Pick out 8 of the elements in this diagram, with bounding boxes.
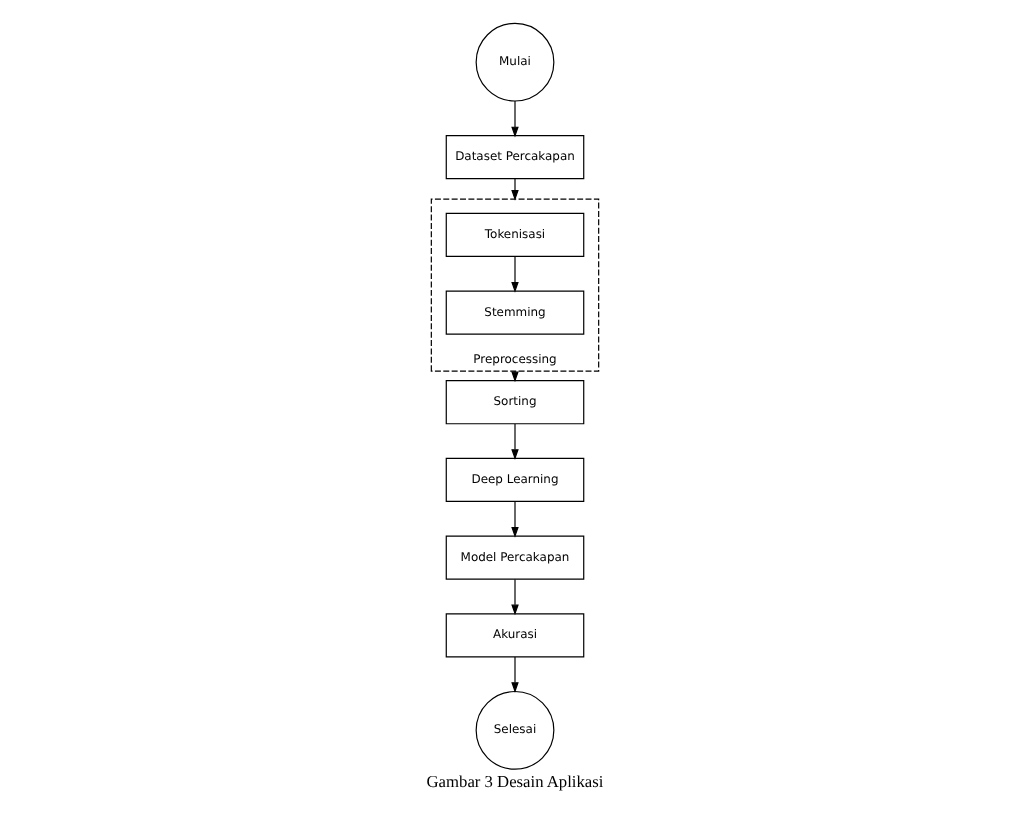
arrow xyxy=(511,423,519,460)
arrow xyxy=(511,578,519,616)
caption: Gambar 3 Desain Aplikasi xyxy=(426,773,604,792)
arrow xyxy=(511,656,519,693)
arrow xyxy=(511,501,519,538)
arrow xyxy=(511,256,519,293)
arrow xyxy=(511,178,519,201)
arrow xyxy=(511,100,519,138)
